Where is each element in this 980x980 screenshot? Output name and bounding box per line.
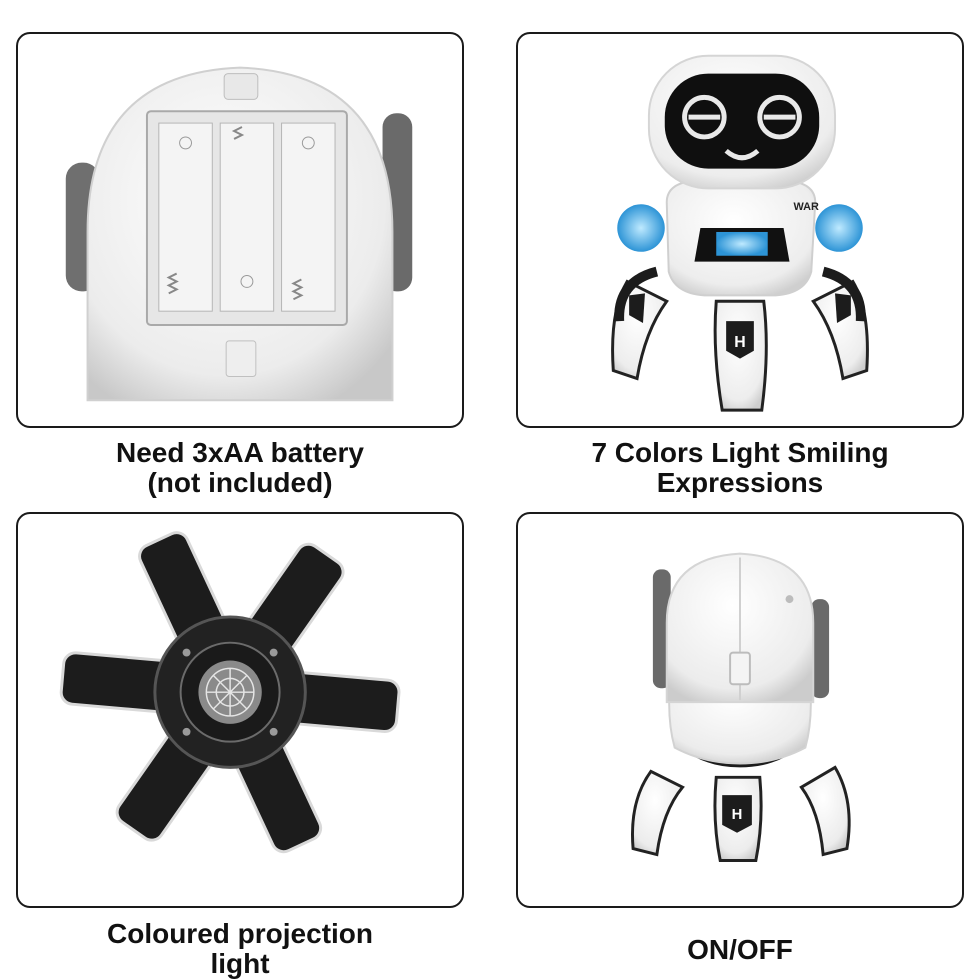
- caption-battery-line-2: (not included): [147, 467, 333, 498]
- caption-on-off-line-1: ON/OFF: [687, 934, 793, 965]
- right-light: [815, 204, 863, 252]
- battery-panel: [16, 32, 464, 428]
- caption-face-line-2: Expressions: [656, 467, 824, 498]
- leg-letter: H: [734, 334, 745, 351]
- on-off-switch[interactable]: [729, 651, 751, 686]
- caption-battery-line-1: Need 3xAA battery: [116, 437, 364, 468]
- battery-compartment-image: [65, 66, 413, 402]
- caption-face: 7 Colors Light Smiling Expressions: [516, 438, 964, 498]
- robot-underside-image: [59, 531, 401, 854]
- back-panel: H: [516, 512, 964, 908]
- left-light: [617, 204, 665, 252]
- caption-face-line-1: 7 Colors Light Smiling: [591, 437, 889, 468]
- battery-slots: [158, 122, 336, 312]
- robot-legs: H: [611, 266, 869, 412]
- caption-projection: Coloured projection light: [16, 919, 464, 979]
- back-leg-letter: H: [732, 807, 743, 823]
- caption-on-off: ON/OFF: [516, 935, 964, 965]
- smiling-face: [682, 94, 802, 161]
- caption-projection-line-1: Coloured projection: [107, 918, 373, 949]
- underside-panel: [16, 512, 464, 908]
- chest-badge: WAR: [793, 201, 819, 213]
- robot-back-image: H: [631, 552, 851, 862]
- caption-projection-line-2: light: [210, 948, 270, 979]
- robot-front-image: H WAR: [611, 54, 869, 412]
- caption-battery: Need 3xAA battery (not included): [16, 438, 464, 498]
- face-visor: [664, 73, 820, 169]
- face-panel: H WAR: [516, 32, 964, 428]
